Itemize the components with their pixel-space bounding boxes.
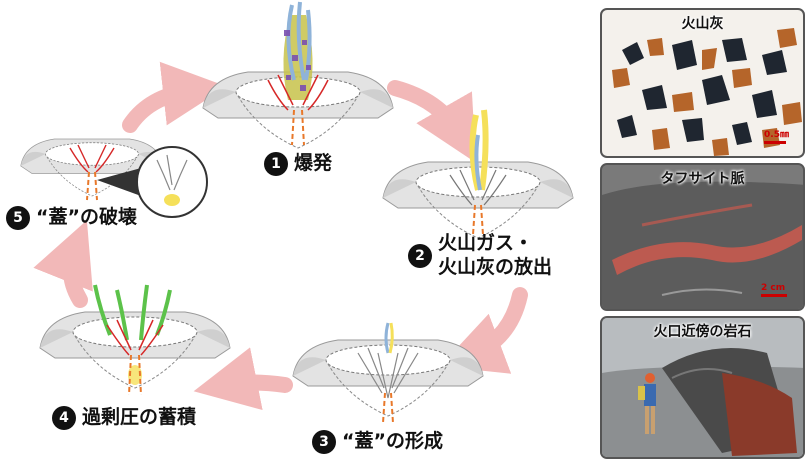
- stage-text: 過剰圧の蓄積: [82, 406, 197, 429]
- photo-near-crater-rock: 火口近傍の岩石: [600, 316, 805, 459]
- arrow-5-to-1: [122, 61, 227, 133]
- arrow-1-to-2: [387, 80, 476, 163]
- stage-5-illustration: [20, 138, 208, 218]
- stage-4-illustration: [39, 284, 231, 396]
- photo-title: タフサイト脈: [660, 171, 745, 187]
- plume-blue: [286, 1, 312, 81]
- scale-line: [764, 141, 787, 144]
- stage-text-line1: 火山ガス・: [438, 232, 534, 254]
- scale-line: [761, 294, 787, 297]
- photo-volcanic-ash: 火山灰 0.5㎜: [600, 8, 805, 158]
- scale-text: 2 cm: [761, 283, 786, 293]
- photo-title: 火口近傍の岩石: [653, 324, 752, 340]
- arrow-3-to-4: [193, 347, 293, 411]
- arrow-2-to-3: [440, 287, 528, 374]
- stage-number: 1: [264, 152, 288, 176]
- stage-2-illustration: [382, 109, 574, 239]
- eruption-cycle-diagram: [20, 1, 574, 424]
- tuffisite-image: [602, 165, 803, 309]
- photo-tuffisite-vein: タフサイト脈 2 cm: [600, 163, 805, 311]
- crater-rock-image: [602, 318, 803, 457]
- stage-number: 4: [52, 406, 76, 430]
- stage-text-line2: 火山灰の放出: [438, 255, 553, 278]
- stage-text: “蓋”の形成: [342, 430, 443, 453]
- stage-number: 3: [312, 430, 336, 454]
- conduit: [291, 109, 305, 146]
- scale-text: 0.5㎜: [764, 130, 789, 140]
- stage-2-label: 2 火山ガス・ 火山灰の放出: [408, 232, 552, 280]
- stage-4-label: 4 過剰圧の蓄積: [52, 406, 196, 430]
- stage-3-label: 3 “蓋”の形成: [312, 430, 443, 454]
- stage-1-label: 1 爆発: [264, 152, 332, 176]
- stage-5-label: 5 “蓋”の破壊: [6, 206, 137, 230]
- stage-text: “蓋”の破壊: [36, 206, 137, 229]
- scale-bar: 2 cm: [761, 283, 787, 297]
- fractures: [267, 74, 329, 111]
- scale-bar: 0.5㎜: [764, 127, 789, 144]
- stage-text: 火山ガス・ 火山灰の放出: [438, 232, 552, 280]
- cycle-arrows: [33, 61, 528, 411]
- person-figure: [638, 373, 656, 434]
- gas-arrows: [93, 284, 172, 341]
- arrow-4-to-5: [33, 220, 93, 308]
- stage-number: 5: [6, 206, 30, 230]
- ash-grains-image: [612, 28, 802, 156]
- stage-1-illustration: [202, 1, 394, 149]
- stage-number: 2: [408, 243, 432, 268]
- stage-text: 爆発: [294, 152, 333, 175]
- stage-3-illustration: [292, 322, 484, 424]
- photo-title: 火山灰: [681, 16, 724, 32]
